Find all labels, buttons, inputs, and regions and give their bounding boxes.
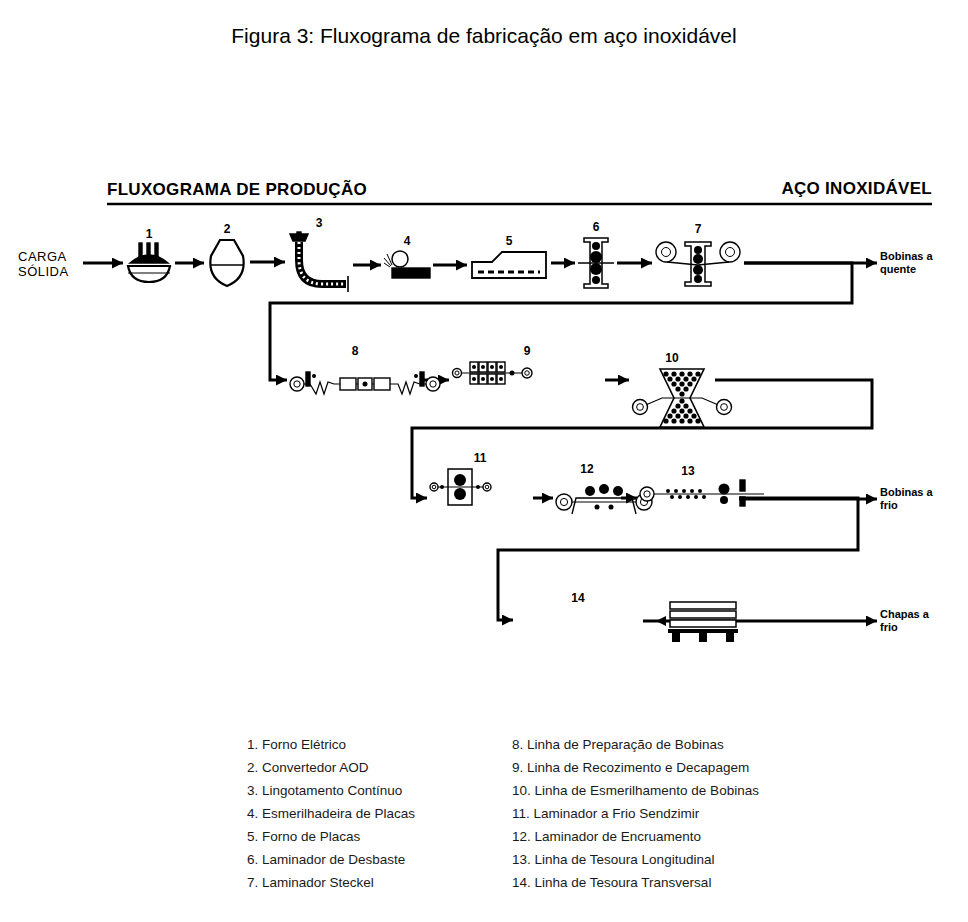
flow-arrow	[551, 262, 575, 265]
equipment-icon: 11	[430, 451, 530, 529]
equipment-symbol	[288, 232, 350, 292]
equipment-icon: 7	[655, 222, 741, 288]
flow-arrow	[270, 263, 852, 380]
legend-item: 10. Linha de Esmerilhamento de Bobinas	[512, 783, 759, 798]
equipment-icon: 4	[384, 234, 430, 280]
output-label: Bobinas a quente	[880, 250, 942, 276]
callout-number: 14	[516, 591, 640, 605]
legend-item: 7. Laminador Steckel	[247, 875, 374, 890]
section-header: AÇO INOXIDÁVEL	[781, 179, 932, 199]
callout-number: 10	[632, 351, 712, 365]
equipment-icon: 3	[288, 216, 350, 292]
equipment-icon: 1	[126, 227, 172, 283]
equipment-icon: 14	[516, 591, 640, 633]
figure-title: Figura 3: Fluxograma de fabricação em aç…	[0, 24, 968, 48]
equipment-symbol	[126, 243, 172, 283]
legend-item: 8. Linha de Preparação de Bobinas	[512, 737, 724, 752]
equipment-icon: 5	[470, 234, 548, 280]
callout-number: 9	[452, 344, 602, 358]
equipment-icon: 12	[556, 462, 618, 518]
flow-arrow	[353, 264, 381, 267]
section-header: FLUXOGRAMA DE PRODUÇÃO	[107, 180, 367, 200]
equipment-icon: 13	[640, 464, 736, 516]
legend-item: 12. Laminador de Encruamento	[512, 829, 701, 844]
plate-stack-icon	[656, 602, 738, 642]
callout-number: 3	[288, 216, 350, 230]
flow-text: CARGA SÓLIDA	[18, 249, 80, 279]
flow-arrow	[433, 264, 467, 267]
legend-item: 3. Lingotamento Contínuo	[247, 783, 402, 798]
equipment-symbol	[655, 238, 741, 288]
equipment-symbol	[430, 467, 530, 529]
flow-arrow	[83, 262, 123, 265]
callout-number: 12	[556, 462, 618, 476]
callout-number: 11	[430, 451, 530, 465]
equipment-icon: 8	[290, 344, 420, 400]
legend-item: 1. Forno Elétrico	[247, 737, 346, 752]
callout-number: 13	[640, 464, 736, 478]
legend-item: 6. Laminador de Desbaste	[247, 852, 405, 867]
flow-arrow	[250, 261, 285, 264]
equipment-icon: 2	[207, 222, 247, 288]
equipment-symbol	[470, 250, 548, 280]
flow-text: Bobinas a frio	[880, 486, 942, 512]
equipment-icon: 10	[632, 351, 712, 393]
callout-number: 8	[290, 344, 420, 358]
flow-arrow	[498, 498, 858, 620]
header-rule	[107, 203, 932, 206]
equipment-symbol	[207, 238, 247, 288]
callout-number: 4	[384, 234, 430, 248]
flow-text: Bobinas a quente	[880, 250, 942, 276]
flow-arrow	[617, 262, 652, 265]
equipment-symbol	[290, 360, 420, 400]
equipment-symbol	[640, 480, 736, 516]
callout-number: 7	[655, 222, 741, 236]
legend-item: 14. Linha de Tesoura Transversal	[512, 875, 711, 890]
flow-arrow	[533, 497, 553, 500]
legend-item: 13. Linha de Tesoura Longitudinal	[512, 852, 714, 867]
equipment-icon: 9	[452, 344, 602, 400]
legend-item: 11. Laminador a Frio Sendzimir	[512, 806, 699, 821]
equipment-symbol	[578, 236, 614, 290]
legend-item: 2. Convertedor AOD	[247, 760, 369, 775]
legend-item: 9. Linha de Recozimento e Decapagem	[512, 760, 749, 775]
equipment-symbol	[632, 367, 712, 393]
callout-number: 5	[470, 234, 548, 248]
equipment-symbol	[452, 360, 602, 400]
equipment-symbol	[556, 478, 618, 518]
callout-number: 6	[578, 220, 614, 234]
callout-number: 2	[207, 222, 247, 236]
flow-text: Chapas a frio	[880, 608, 942, 634]
legend-item: 5. Forno de Placas	[247, 829, 360, 844]
flow-arrow	[175, 262, 204, 265]
input-label: CARGA SÓLIDA	[18, 249, 80, 279]
output-label: Bobinas a frio	[880, 486, 942, 512]
equipment-symbol	[516, 607, 640, 633]
output-label: Chapas a frio	[880, 608, 942, 634]
legend-item: 4. Esmerilhadeira de Placas	[247, 806, 415, 821]
equipment-icon: 6	[578, 220, 614, 290]
callout-number: 1	[126, 227, 172, 241]
flow-arrow	[412, 380, 872, 498]
flow-arrow	[605, 379, 629, 382]
equipment-symbol	[384, 250, 430, 280]
